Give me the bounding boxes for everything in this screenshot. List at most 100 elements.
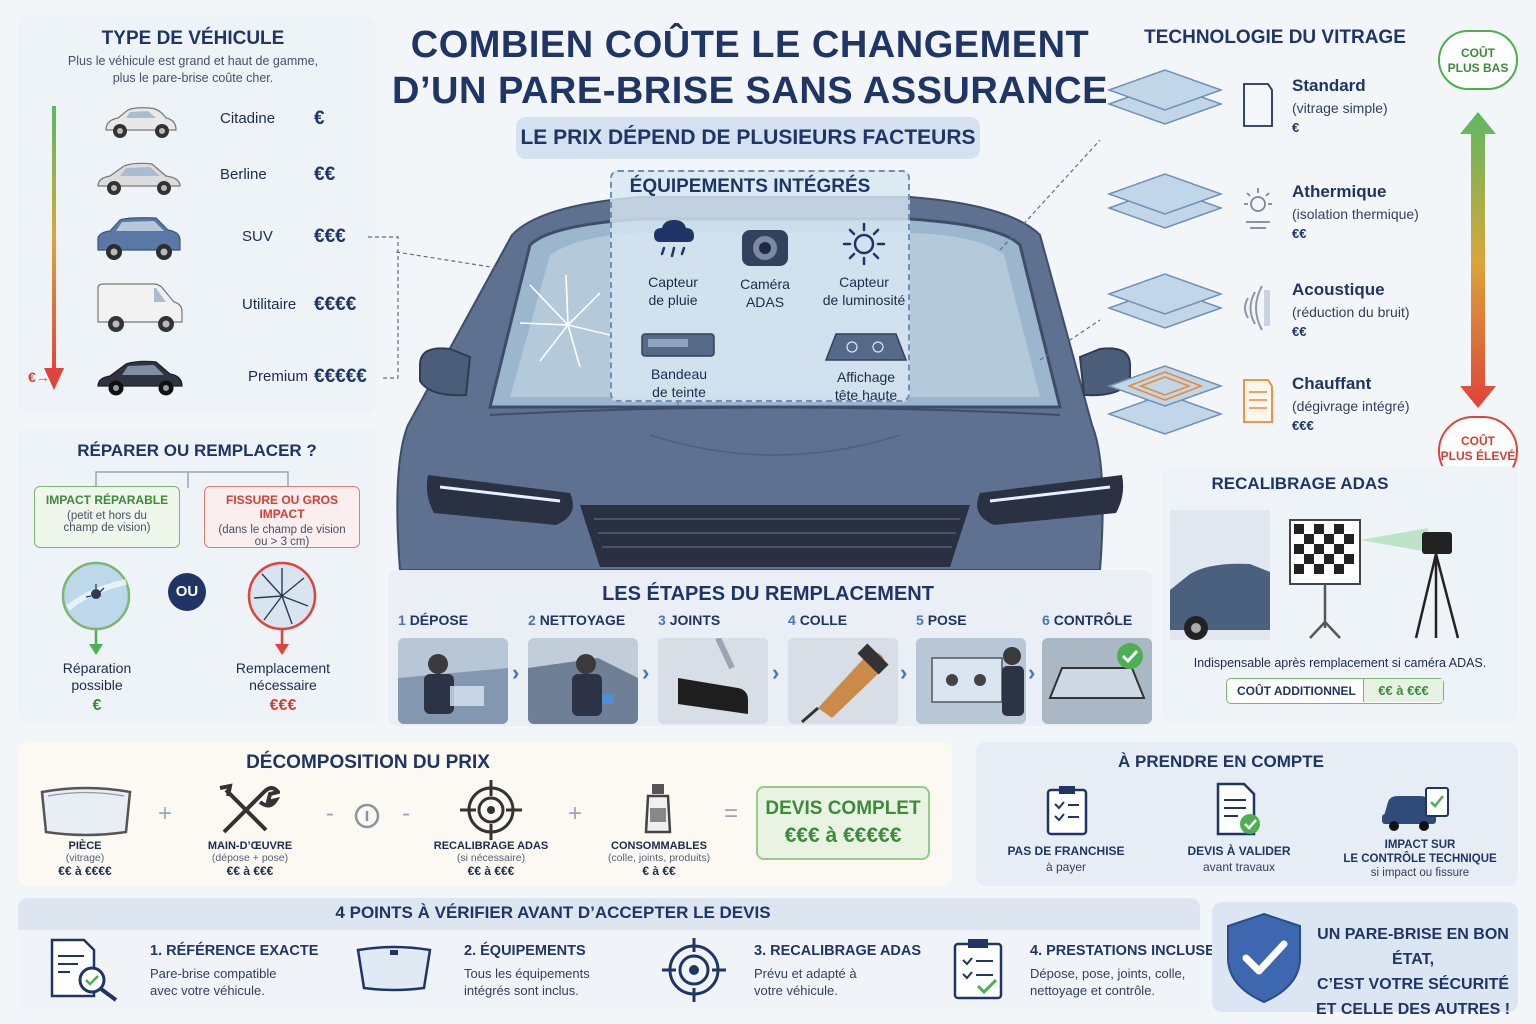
step-arrow-icon: › [1028, 660, 1036, 685]
minus-icon: - [326, 800, 334, 827]
consider-sub: avant travaux [1202, 860, 1276, 874]
sound-wave-icon [1244, 285, 1270, 331]
light-sensor-icon [842, 222, 886, 266]
dec-title: MAIN-D’ŒUVRE [207, 840, 293, 852]
vehicle-row-citadine: Citadine € [90, 96, 370, 146]
vehicle-desc-1: Plus le véhicule est grand et haut de ga… [67, 54, 319, 68]
consider-inspection-impact: IMPACT SUR LE CONTRÔLE TECHNIQUE si impa… [1340, 838, 1500, 880]
step-arrow-icon: › [642, 660, 650, 685]
check-text: avec votre véhicule. [150, 983, 265, 998]
equipment-label: Affichage [836, 369, 896, 385]
decomposition-part: PIÈCE (vitrage) €€ à €€€€ [30, 840, 140, 878]
tint-band-icon [641, 333, 715, 357]
title-line-2: D’UN PARE-BRISE SANS ASSURANCE ? [392, 70, 1108, 158]
glazing-price: € [1292, 120, 1300, 135]
check-text: Tous les équipements [464, 966, 590, 981]
dec-price: €€ à €€€€ [58, 864, 112, 878]
consider-sub: à payer [1045, 860, 1087, 874]
technical-inspection-icon [1382, 787, 1449, 831]
check-title: 3. RECALIBRAGE ADAS [754, 943, 922, 959]
camera-icon [742, 230, 788, 266]
standard-glass-icon [1243, 83, 1273, 127]
safety-banner: UN PARE-BRISE EN BON ÉTAT, C’EST VOTRE S… [1212, 902, 1518, 1018]
or-badge: OU [168, 573, 206, 611]
step-depose: 1 DÉPOSE [398, 612, 510, 724]
step-label: DÉPOSE [409, 612, 469, 628]
adas-panel: RECALIBRAGE ADAS Indispensable après rem… [1162, 466, 1518, 722]
vehicle-price: €€€€ [314, 294, 357, 315]
step-pose: 5 POSE [916, 612, 1028, 724]
low-cost-l2: PLUS BAS [1447, 61, 1509, 75]
step-number: 1 [398, 612, 406, 628]
step-number: 2 [528, 612, 536, 628]
glazing-price: €€€ [1292, 418, 1314, 433]
repairable-desc-1: (petit et hors du [67, 510, 147, 522]
small-chip-icon [61, 561, 131, 655]
glazing-title: Athermique [1292, 182, 1387, 201]
step-label: JOINTS [669, 612, 721, 628]
glazing-heading: TECHNOLOGIE DU VITRAGE [1144, 27, 1406, 48]
equipment-hud: Affichage tête haute [816, 368, 916, 404]
step-label: CONTRÔLE [1053, 612, 1133, 628]
vehicle-label: Premium [248, 368, 309, 385]
repair-connector-lines [95, 471, 289, 488]
quote-document-check-icon [1216, 782, 1260, 836]
replace-desc-1: (dans le champ de vision [218, 524, 346, 536]
premium-car-icon [97, 360, 183, 396]
glazing-title: Chauffant [1292, 374, 1372, 393]
check-point-reference: 1. RÉFÉRENCE EXACTE Pare-brise compatibl… [150, 943, 318, 999]
step-joints: 3 JOINTS [658, 612, 770, 724]
dec-title: CONSOMMABLES [611, 840, 707, 852]
glazing-standard: Standard (vitrage simple) € [1105, 76, 1435, 166]
info-circle-icon [354, 803, 380, 829]
vehicle-heading: TYPE DE VÉHICULE [101, 28, 285, 49]
safety-line: UN PARE-BRISE EN BON ÉTAT, [1317, 926, 1509, 968]
plus-icon: + [158, 800, 173, 827]
repairable-box: IMPACT RÉPARABLE (petit et hors du champ… [34, 486, 180, 548]
equipment-tint-band: Bandeau de teinte [634, 365, 724, 401]
equipment-light-sensor: Capteur de luminosité [814, 273, 914, 309]
consider-heading: À PRENDRE EN COMPTE [1118, 752, 1324, 771]
repair-result-1: Réparation [62, 660, 132, 676]
city-car-icon [105, 107, 177, 138]
bottle-icon [644, 784, 672, 834]
shield-check-icon [1227, 912, 1301, 1004]
heated-glass-icon [1243, 379, 1273, 423]
glazing-heated: Chauffant (dégivrage intégré) €€€ [1105, 374, 1435, 464]
repairable-title: IMPACT RÉPARABLE [45, 493, 169, 507]
check-title: 1. RÉFÉRENCE EXACTE [150, 943, 319, 959]
adas-cost-value: €€ à €€€ [1363, 679, 1443, 702]
check-text: Pare-brise compatible [150, 966, 277, 981]
equipment-rain-sensor: Capteur de pluie [628, 273, 718, 309]
equipment-camera: Caméra ADAS [720, 275, 810, 311]
equipment-heading: ÉQUIPEMENTS INTÉGRÉS [629, 176, 871, 197]
check-windshield-icon [1042, 638, 1152, 724]
glazing-sub: (réduction du bruit) [1292, 304, 1410, 320]
vehicle-row-berline: Berline €€ [90, 152, 370, 202]
worker-installing-icon [916, 638, 1026, 724]
glazing-sub: (dégivrage intégré) [1292, 398, 1410, 414]
checkpoints-heading: 4 POINTS À VÉRIFIER AVANT D’ACCEPTER LE … [335, 903, 771, 922]
vehicle-row-premium: Premium €€€€€ [90, 354, 370, 404]
dec-title: RECALIBRAGE ADAS [433, 840, 549, 852]
replace-result: Remplacement nécessaire €€€ [218, 660, 348, 714]
dec-sub: (dépose + pose) [211, 852, 289, 864]
vehicle-axis-label: €→€ [28, 369, 58, 385]
equipment-label: Bandeau [650, 366, 708, 382]
title-line-1: COMBIEN COÛTE LE CHANGEMENT [410, 24, 1090, 66]
glazing-title: Standard [1292, 76, 1366, 95]
glazing-price: €€ [1292, 324, 1307, 339]
consider-no-deductible: PAS DE FRANCHISE à payer [1000, 844, 1132, 874]
total-quote-box: DEVIS COMPLET €€€ à €€€€€ [756, 786, 930, 860]
dec-sub: (colle, joints, produits) [607, 852, 711, 864]
vehicle-price: €€ [314, 164, 336, 185]
consider-quote-validate: DEVIS À VALIDER avant travaux [1172, 844, 1306, 874]
checkpoints-header-bar [18, 898, 1200, 930]
step-arrow-icon: › [512, 660, 520, 685]
high-cost-l2: PLUS ÉLEVÉ [1440, 449, 1516, 463]
repair-result-2: possible [71, 677, 123, 693]
clipboard-list-icon [1046, 786, 1088, 836]
step-number: 3 [658, 612, 666, 628]
safety-line: C’EST VOTRE SÉCURITÉ [1316, 976, 1510, 993]
